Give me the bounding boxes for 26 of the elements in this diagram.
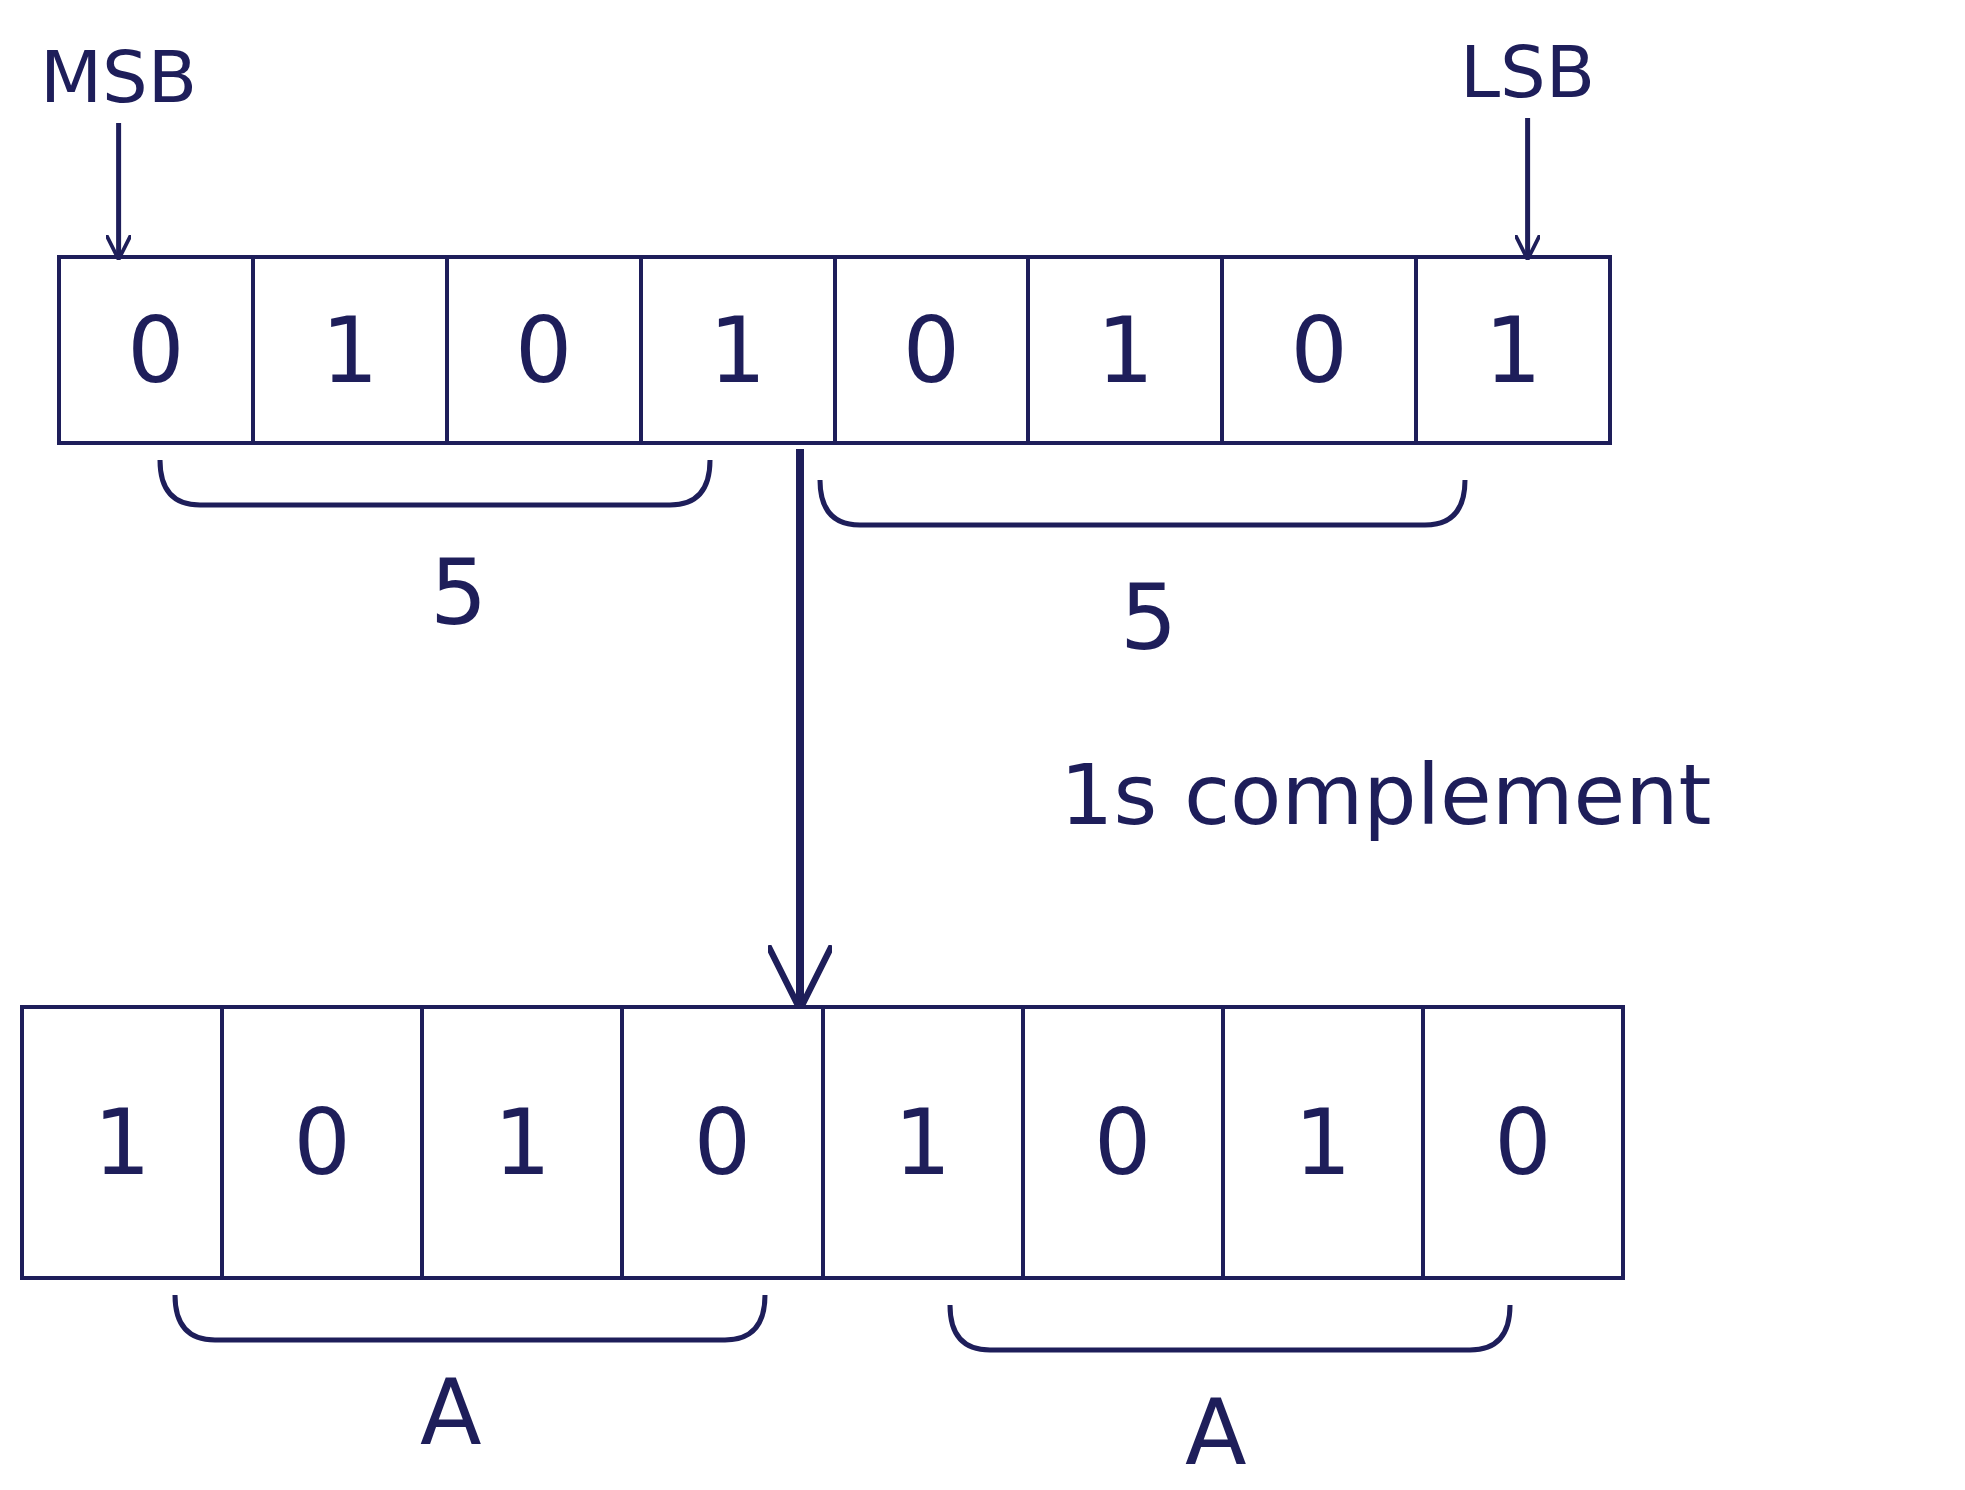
bit-cell: 1	[1418, 259, 1608, 441]
bit-cell: 1	[1030, 259, 1225, 441]
bit-cell: 1	[1224, 1009, 1425, 1276]
arrow	[104, 123, 133, 262]
group-value-label: 5	[430, 540, 488, 645]
bit-cell: 1	[424, 1009, 625, 1276]
bit-cell: 0	[624, 1009, 825, 1276]
bit-cell: 1	[642, 259, 837, 441]
register-box	[57, 255, 1612, 445]
bit-cell: 0	[1024, 1009, 1225, 1276]
bit-cell: 0	[836, 259, 1031, 441]
arrow	[1513, 118, 1542, 262]
bit-cell: 1	[824, 1009, 1025, 1276]
bit-label: LSB	[1460, 30, 1596, 114]
group-value-label: A	[420, 1360, 482, 1465]
bit-cell: 0	[1224, 259, 1419, 441]
bit-cell: 0	[224, 1009, 425, 1276]
bit-cell: 1	[254, 259, 449, 441]
bit-cell: 0	[448, 259, 643, 441]
group-value-label: A	[1185, 1380, 1247, 1485]
bit-cell: 1	[24, 1009, 225, 1276]
bit-cell: 0	[1424, 1009, 1621, 1276]
bit-cell: 0	[61, 259, 255, 441]
bit-label: MSB	[40, 35, 198, 119]
group-value-label: 5	[1120, 565, 1178, 670]
register-box	[20, 1005, 1625, 1280]
